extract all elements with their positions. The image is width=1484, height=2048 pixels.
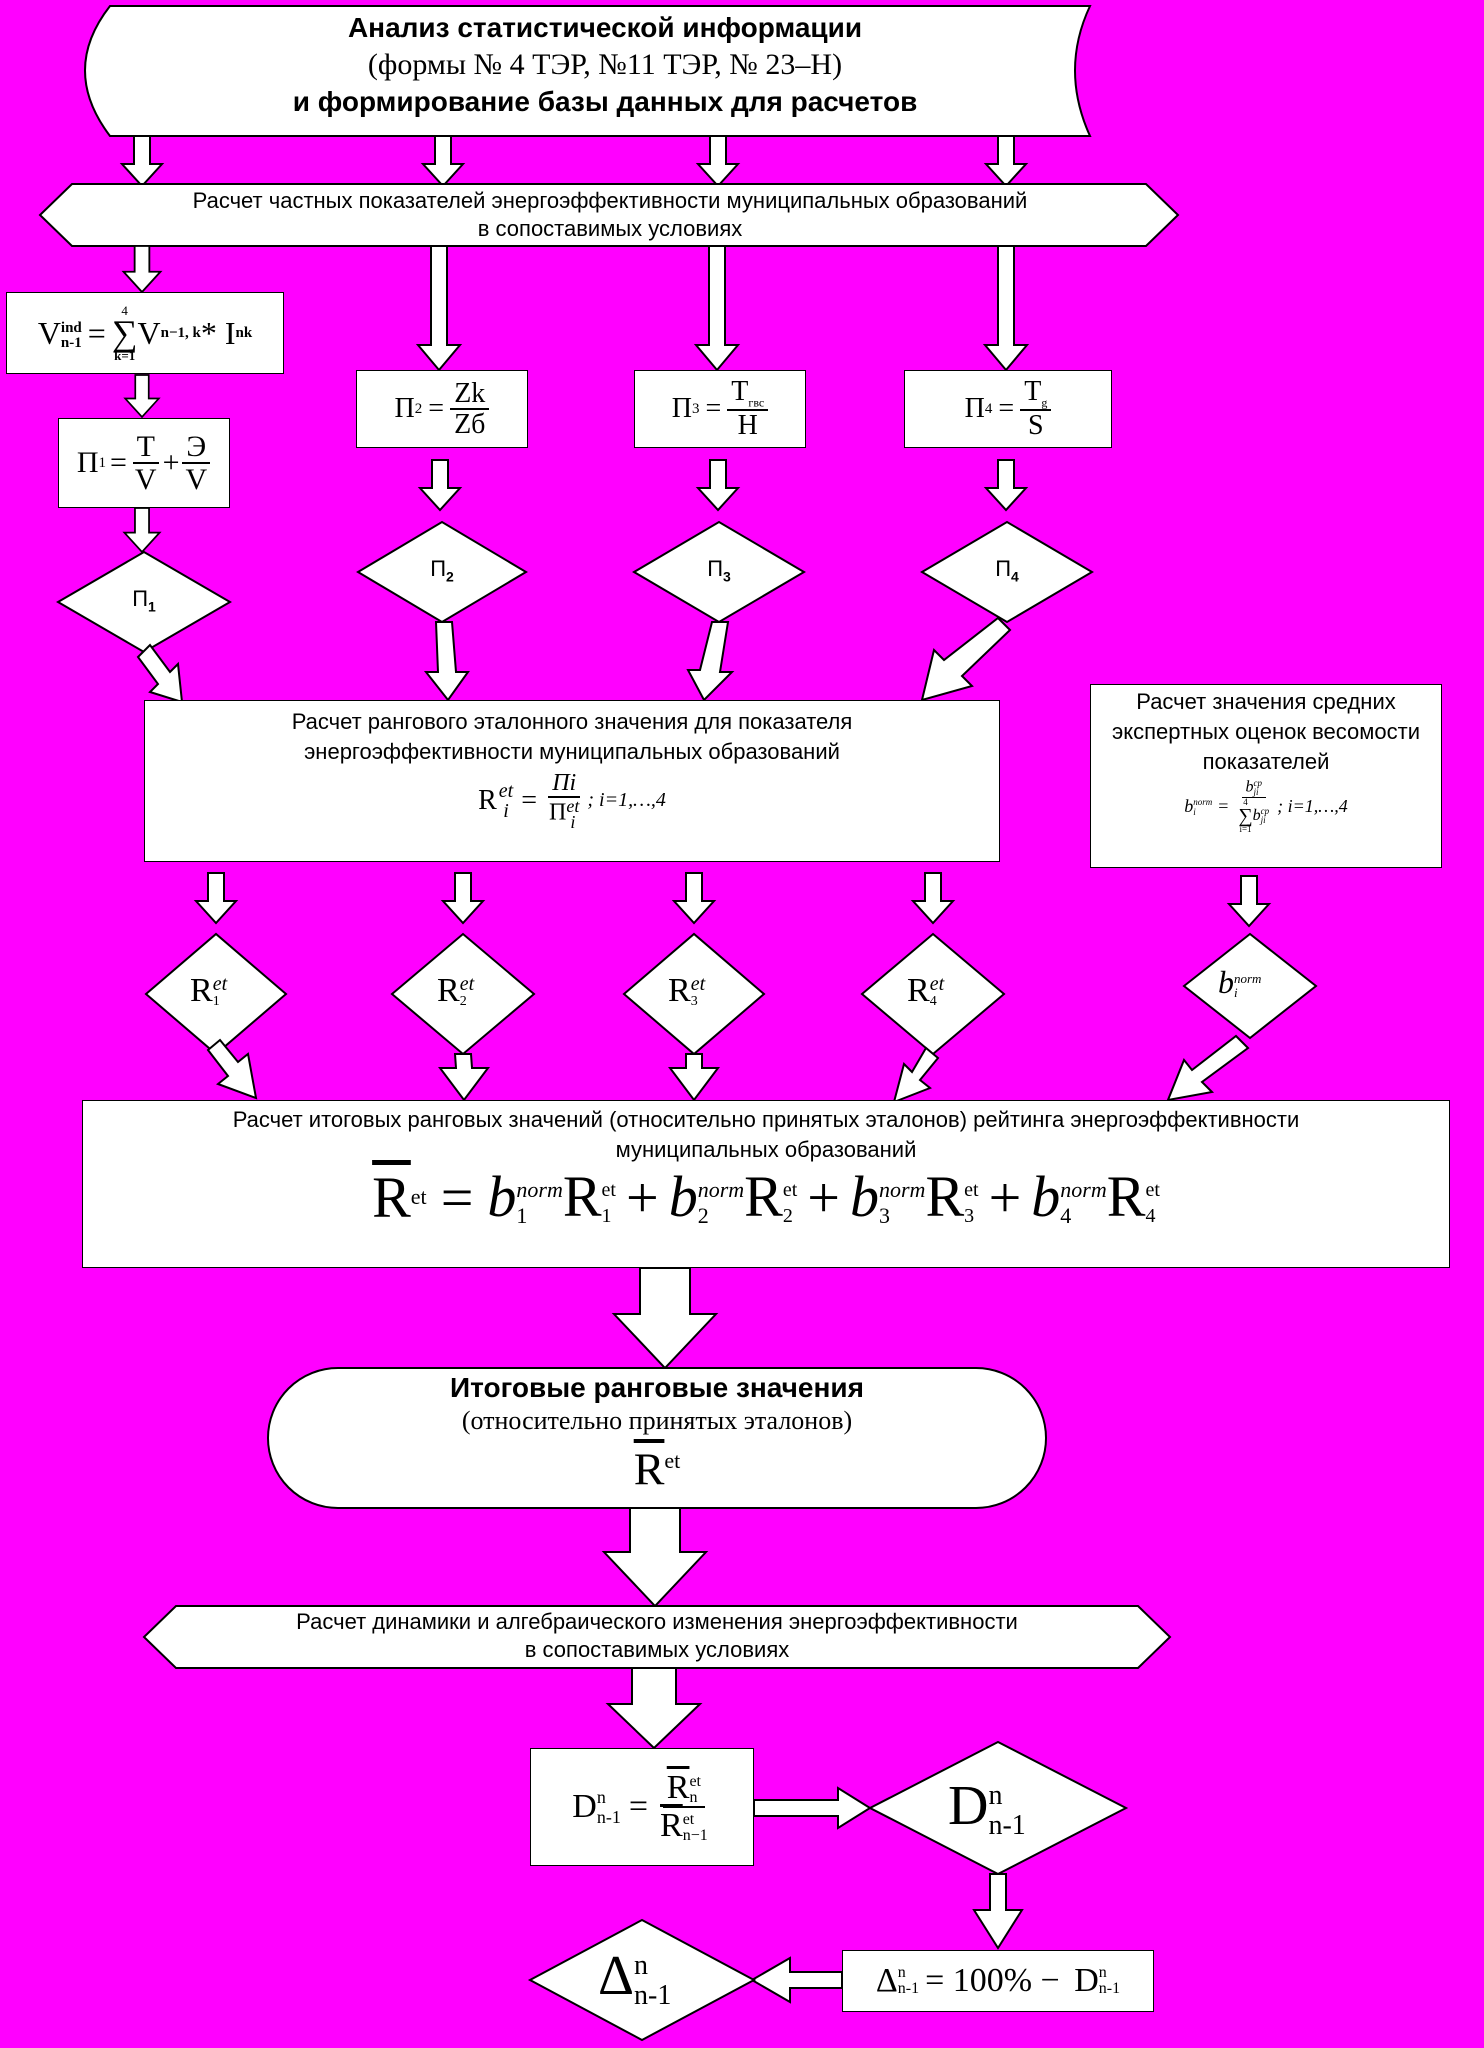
arrow bbox=[441, 871, 485, 925]
arrow bbox=[672, 871, 716, 925]
v-mult: * I bbox=[200, 314, 236, 351]
arrow-r3 bbox=[668, 1053, 720, 1102]
arrow-p3 bbox=[693, 245, 741, 372]
partial-indicators-text: Расчет частных показателей энергоэффекти… bbox=[70, 187, 1150, 243]
header-arrows bbox=[121, 135, 1027, 187]
dynamics-shape bbox=[142, 1605, 1172, 1669]
arrow-d-down bbox=[972, 1873, 1024, 1950]
arrow-right bbox=[753, 1786, 872, 1830]
diamond-p2 bbox=[356, 520, 528, 624]
diamond-delta bbox=[527, 1918, 757, 2042]
rank-box-line1: Расчет рангового эталонного значения для… bbox=[291, 709, 853, 734]
arrow bbox=[122, 245, 162, 293]
final-symbol: Ret bbox=[633, 1443, 681, 1495]
header-subtitle: и формирование базы данных для расчетов bbox=[292, 86, 918, 117]
diamond-p1 bbox=[56, 550, 232, 654]
dynamics-line1: Расчет динамики и алгебраического измене… bbox=[296, 1609, 1018, 1634]
weights-line3: показателей bbox=[1202, 749, 1330, 774]
total-line2: муниципальных образований bbox=[615, 1137, 917, 1162]
arrow bbox=[911, 871, 955, 925]
weights-line1: Расчет значения средних bbox=[1136, 689, 1396, 714]
rank-box: Расчет рангового эталонного значения для… bbox=[144, 700, 1000, 862]
dynamics-text: Расчет динамики и алгебраического измене… bbox=[170, 1608, 1144, 1664]
partial-indicators-line1: Расчет частных показателей энергоэффекти… bbox=[192, 188, 1028, 213]
final-subtitle: (относительно принятых эталонов) bbox=[461, 1406, 853, 1435]
final-title: Итоговые ранговые значения bbox=[450, 1372, 864, 1403]
diamond-r4 bbox=[860, 932, 1006, 1056]
arrow bbox=[194, 871, 238, 925]
dynamics-line2: в сопоставимых условиях bbox=[524, 1637, 790, 1662]
diamond-r1 bbox=[144, 932, 288, 1056]
partial-indicators-shape bbox=[38, 183, 1180, 247]
arrow-p2 bbox=[415, 245, 463, 372]
arrow-diag-2 bbox=[423, 621, 470, 702]
diamond-p4 bbox=[920, 520, 1094, 624]
arrow bbox=[418, 458, 462, 512]
arrow-r1 bbox=[206, 1038, 258, 1100]
arrow-diag-1 bbox=[136, 643, 184, 704]
header-shape bbox=[84, 5, 1092, 137]
diamond-r3 bbox=[622, 932, 766, 1056]
header-forms: (формы № 4 ТЭР, №11 ТЭР, № 23–Н) bbox=[367, 48, 843, 81]
diamond-b bbox=[1182, 932, 1318, 1040]
arrow-left bbox=[750, 1956, 843, 2004]
total-line1: Расчет итоговых ранговых значений (относ… bbox=[232, 1107, 1300, 1132]
arrow bbox=[1227, 874, 1271, 928]
arrow-p4 bbox=[982, 245, 1030, 372]
arrow bbox=[696, 458, 740, 512]
total-box: Расчет итоговых ранговых значений (относ… bbox=[82, 1100, 1450, 1268]
diamond-p1-label: П1 bbox=[132, 586, 156, 615]
rank-box-line2: энергоэффективности муниципальных образо… bbox=[304, 739, 840, 764]
arrow-r2 bbox=[438, 1053, 490, 1102]
partial-indicators-line2: в сопоставимых условиях bbox=[477, 216, 743, 241]
diamond-p3-label: П3 bbox=[707, 556, 731, 585]
arrow-big-1 bbox=[611, 1267, 719, 1370]
diamond-p4-label: П4 bbox=[995, 556, 1019, 585]
diamond-d bbox=[867, 1740, 1129, 1876]
header-text: Анализ статистической информации (формы … bbox=[140, 10, 1070, 120]
final-values-text: Итоговые ранговые значения (относительно… bbox=[300, 1370, 1014, 1494]
arrow-r4 bbox=[892, 1046, 940, 1104]
sum-symbol: 4 ∑ k=1 bbox=[111, 303, 138, 363]
arrow bbox=[123, 507, 161, 553]
diamond-r2 bbox=[390, 932, 536, 1056]
arrow-big-2 bbox=[601, 1507, 709, 1608]
v-term: V bbox=[137, 314, 161, 351]
header-title: Анализ статистической информации bbox=[347, 12, 863, 43]
weights-box: Расчет значения средних экспертных оцено… bbox=[1090, 684, 1442, 868]
arrow bbox=[124, 374, 160, 418]
arrow-big-3 bbox=[605, 1667, 703, 1750]
arrow bbox=[984, 458, 1028, 512]
arrow-b bbox=[1166, 1034, 1250, 1102]
arrow-diag-4 bbox=[920, 616, 1012, 702]
weights-line2: экспертных оценок весомости bbox=[1112, 719, 1420, 744]
diamond-p3 bbox=[632, 520, 806, 624]
arrow-diag-3 bbox=[686, 621, 735, 702]
diamond-p2-label: П2 bbox=[430, 556, 454, 585]
